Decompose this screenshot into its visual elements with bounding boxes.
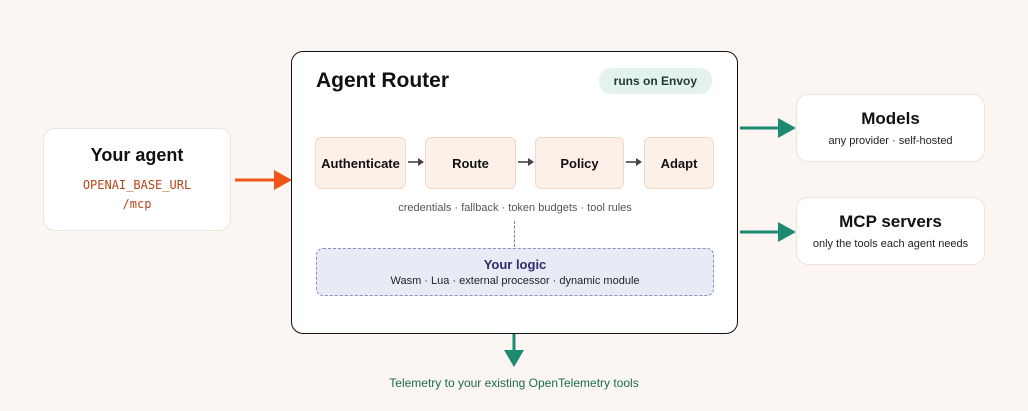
- models-arrow-head: [778, 118, 796, 138]
- logic-connector: [514, 221, 515, 247]
- router-title: Agent Router: [316, 69, 449, 92]
- mcp-servers-card: MCP servers only the tools each agent ne…: [796, 197, 985, 265]
- telemetry-arrow-head: [504, 350, 524, 367]
- agent-router-box: Agent Router runs on Envoy Authenticate …: [291, 51, 738, 334]
- stage-authenticate: Authenticate: [315, 137, 406, 189]
- stage-adapt: Adapt: [644, 137, 714, 189]
- stage-caption: credentials · fallback · token budgets ·…: [398, 202, 632, 214]
- stage-policy: Policy: [535, 137, 624, 189]
- agent-title: Your agent: [90, 145, 184, 165]
- agent-card: Your agent OPENAI_BASE_URL /mcp: [43, 128, 231, 231]
- your-logic-box: Your logic Wasm · Lua · external process…: [316, 248, 714, 296]
- logic-title: Your logic: [483, 257, 547, 272]
- stage-route: Route: [425, 137, 516, 189]
- stage-arrow-icon: [408, 158, 424, 166]
- telemetry-label: Telemetry to your existing OpenTelemetry…: [389, 376, 639, 390]
- stage-arrow-icon: [518, 158, 534, 166]
- stage-arrow-icon: [626, 158, 642, 166]
- input-arrow-head: [274, 170, 292, 190]
- models-card: Models any provider · self-hosted: [796, 94, 985, 162]
- mcp-title: MCP servers: [839, 212, 942, 231]
- agent-path: /mcp: [122, 197, 152, 211]
- models-title: Models: [861, 109, 920, 128]
- mcp-arrow-head: [778, 222, 796, 242]
- envoy-badge: runs on Envoy: [598, 68, 712, 94]
- mcp-subtitle: only the tools each agent needs: [812, 238, 969, 250]
- logic-subtitle: Wasm · Lua · external processor · dynami…: [390, 275, 640, 287]
- agent-env-var: OPENAI_BASE_URL: [82, 178, 192, 192]
- models-subtitle: any provider · self-hosted: [828, 135, 953, 147]
